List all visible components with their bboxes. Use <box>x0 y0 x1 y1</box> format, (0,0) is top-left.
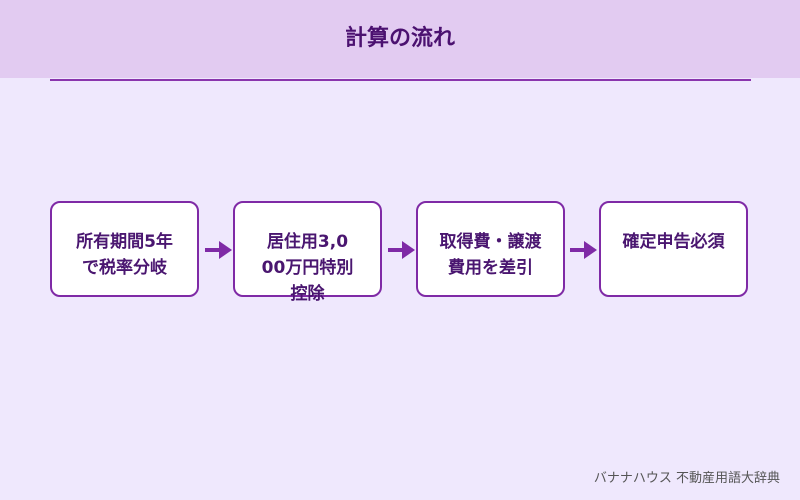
arrow-right-icon <box>570 241 597 259</box>
arrow-right-icon <box>205 241 232 259</box>
header-band <box>0 0 800 78</box>
step-label-line: 確定申告必須 <box>622 232 725 252</box>
step-label-line: 00万円特別 <box>261 258 354 278</box>
step-label: 所有期間5年 で税率分岐 <box>56 229 193 281</box>
step-label: 取得費・譲渡 費用を差引 <box>422 229 559 281</box>
title-underline <box>50 79 751 81</box>
step-label-line: で税率分岐 <box>82 258 167 278</box>
step-label-line: 控除 <box>290 284 325 304</box>
step-label-line: 費用を差引 <box>448 258 533 278</box>
step-label: 確定申告必須 <box>605 229 742 255</box>
step-label-line: 取得費・譲渡 <box>439 232 542 252</box>
footer-credit: バナナハウス 不動産用語大辞典 <box>593 471 780 486</box>
step-box-cost-deduction: 取得費・譲渡 費用を差引 <box>416 201 565 297</box>
step-label: 居住用3,0 00万円特別 控除 <box>239 229 376 307</box>
step-box-holding-period: 所有期間5年 で税率分岐 <box>50 201 199 297</box>
page-title: 計算の流れ <box>344 26 455 51</box>
step-label-line: 所有期間5年 <box>76 232 173 252</box>
step-box-tax-return: 確定申告必須 <box>599 201 748 297</box>
arrow-right-icon <box>388 241 415 259</box>
step-label-line: 居住用3,0 <box>266 232 349 252</box>
step-box-special-deduction: 居住用3,0 00万円特別 控除 <box>233 201 382 304</box>
